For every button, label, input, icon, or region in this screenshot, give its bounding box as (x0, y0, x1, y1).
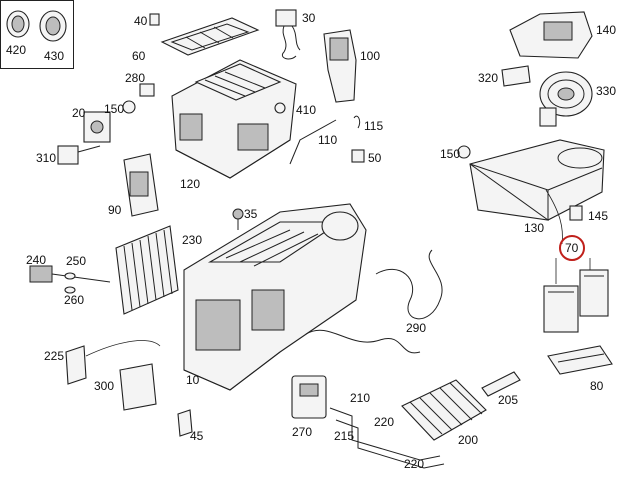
label-280: 280 (125, 71, 145, 85)
part-80-filter-cover (547, 345, 613, 375)
inset-frame (0, 0, 74, 69)
label-220-upper: 220 (374, 415, 394, 429)
part-150-fastener-right (457, 145, 471, 159)
part-430-ring (39, 10, 67, 42)
label-260: 260 (64, 293, 84, 307)
part-210-pipe (329, 407, 441, 461)
part-145-plug (569, 205, 583, 221)
label-140: 140 (596, 23, 616, 37)
label-225: 225 (44, 349, 64, 363)
label-50: 50 (368, 151, 382, 165)
part-225-gasket (65, 345, 87, 385)
label-240: 240 (26, 253, 46, 267)
part-320-bracket (501, 65, 531, 87)
part-30-actuator (275, 9, 301, 60)
part-200-heater-core (401, 379, 487, 441)
label-80: 80 (590, 379, 604, 393)
label-120: 120 (180, 177, 200, 191)
part-310-sensor (57, 145, 101, 165)
label-330: 330 (596, 84, 616, 98)
label-215: 215 (334, 429, 354, 443)
part-215-pipe (335, 419, 445, 469)
part-280-clip (139, 83, 155, 97)
label-290: 290 (406, 321, 426, 335)
part-140-cover (509, 11, 593, 59)
label-250: 250 (66, 254, 86, 268)
label-150-left: 150 (104, 102, 124, 116)
label-230: 230 (182, 233, 202, 247)
part-240-expansion-valve (29, 265, 111, 283)
part-120-upper-housing (171, 59, 297, 179)
label-200: 200 (458, 433, 478, 447)
part-250-oring (64, 272, 76, 280)
part-35-screw (232, 208, 244, 230)
label-45: 45 (190, 429, 204, 443)
label-300: 300 (94, 379, 114, 393)
part-10-main-housing (183, 203, 367, 391)
label-210: 210 (350, 391, 370, 405)
part-330-blower-motor (539, 71, 593, 127)
part-50-clip (351, 149, 365, 163)
part-130-blower-housing (469, 139, 605, 221)
part-205-seal (481, 371, 521, 397)
part-115-clip (353, 115, 361, 129)
label-115: 115 (364, 119, 383, 133)
label-420: 420 (6, 43, 26, 57)
part-40-clip (149, 13, 160, 26)
label-70: 70 (565, 241, 579, 255)
label-145: 145 (588, 209, 608, 223)
part-70-filter-right (579, 269, 609, 317)
part-70-filter-left (543, 285, 579, 333)
label-10: 10 (186, 373, 200, 387)
part-110-rod (289, 119, 337, 165)
label-130: 130 (524, 221, 544, 235)
label-150-right: 150 (440, 147, 460, 161)
part-270-cover (291, 375, 327, 419)
label-110: 110 (318, 133, 337, 147)
leader-225 (85, 340, 161, 357)
label-40: 40 (134, 14, 148, 28)
label-90: 90 (108, 203, 122, 217)
part-290-harness (375, 249, 443, 320)
label-60: 60 (132, 49, 146, 63)
label-270: 270 (292, 425, 312, 439)
part-290-harness-branch (305, 329, 421, 354)
part-420-ring (6, 10, 30, 38)
part-260-oring (64, 286, 76, 294)
part-60-grille (160, 17, 260, 56)
label-20: 20 (72, 106, 86, 120)
label-320: 320 (478, 71, 498, 85)
part-150-fastener (122, 100, 136, 114)
part-300-bracket (119, 363, 157, 411)
label-35: 35 (244, 207, 258, 221)
highlight-circle-70 (559, 235, 585, 261)
label-205: 205 (498, 393, 518, 407)
part-45-clip (177, 409, 193, 437)
part-20-actuator (83, 111, 111, 143)
label-410: 410 (296, 103, 316, 117)
label-220-lower: 220 (404, 457, 424, 471)
part-100-duct (323, 29, 357, 103)
part-90-panel (123, 153, 159, 217)
label-100: 100 (360, 49, 380, 63)
part-410-grommet (274, 102, 286, 114)
part-230-evaporator (115, 225, 179, 315)
label-30: 30 (302, 11, 316, 25)
label-430: 430 (44, 49, 64, 63)
label-310: 310 (36, 151, 56, 165)
